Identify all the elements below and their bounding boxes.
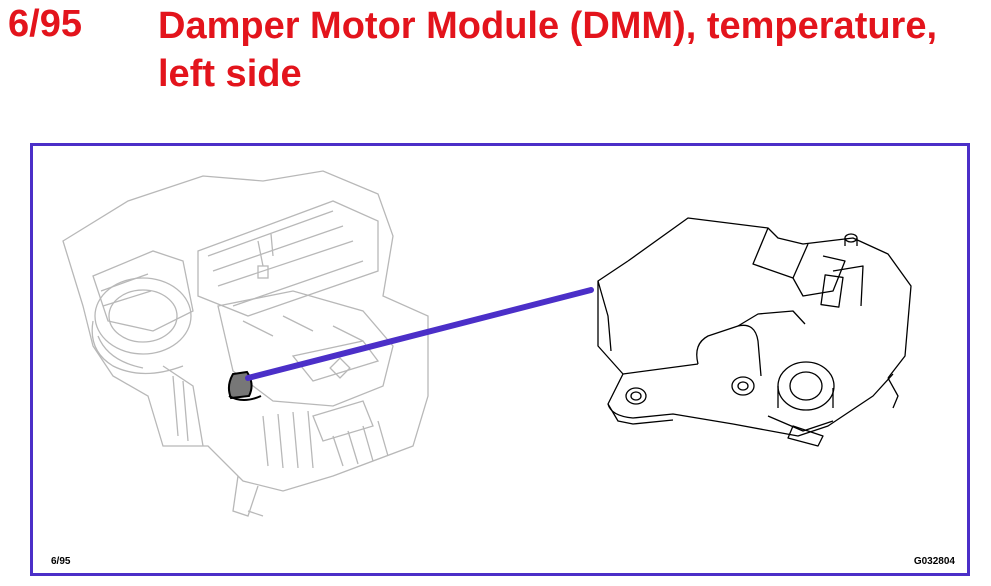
page-number: 6/95 [8, 3, 82, 45]
diagram-frame: 6/95 G032804 [30, 143, 970, 576]
damper-motor-module-detail [597, 217, 912, 447]
pointer-line-icon [245, 287, 594, 381]
page-title: Damper Motor Module (DMM), temperature, … [158, 5, 938, 95]
figure-caption-id: G032804 [913, 556, 955, 567]
diagram-svg [62, 170, 912, 517]
figure-caption-page: 6/95 [51, 556, 71, 567]
